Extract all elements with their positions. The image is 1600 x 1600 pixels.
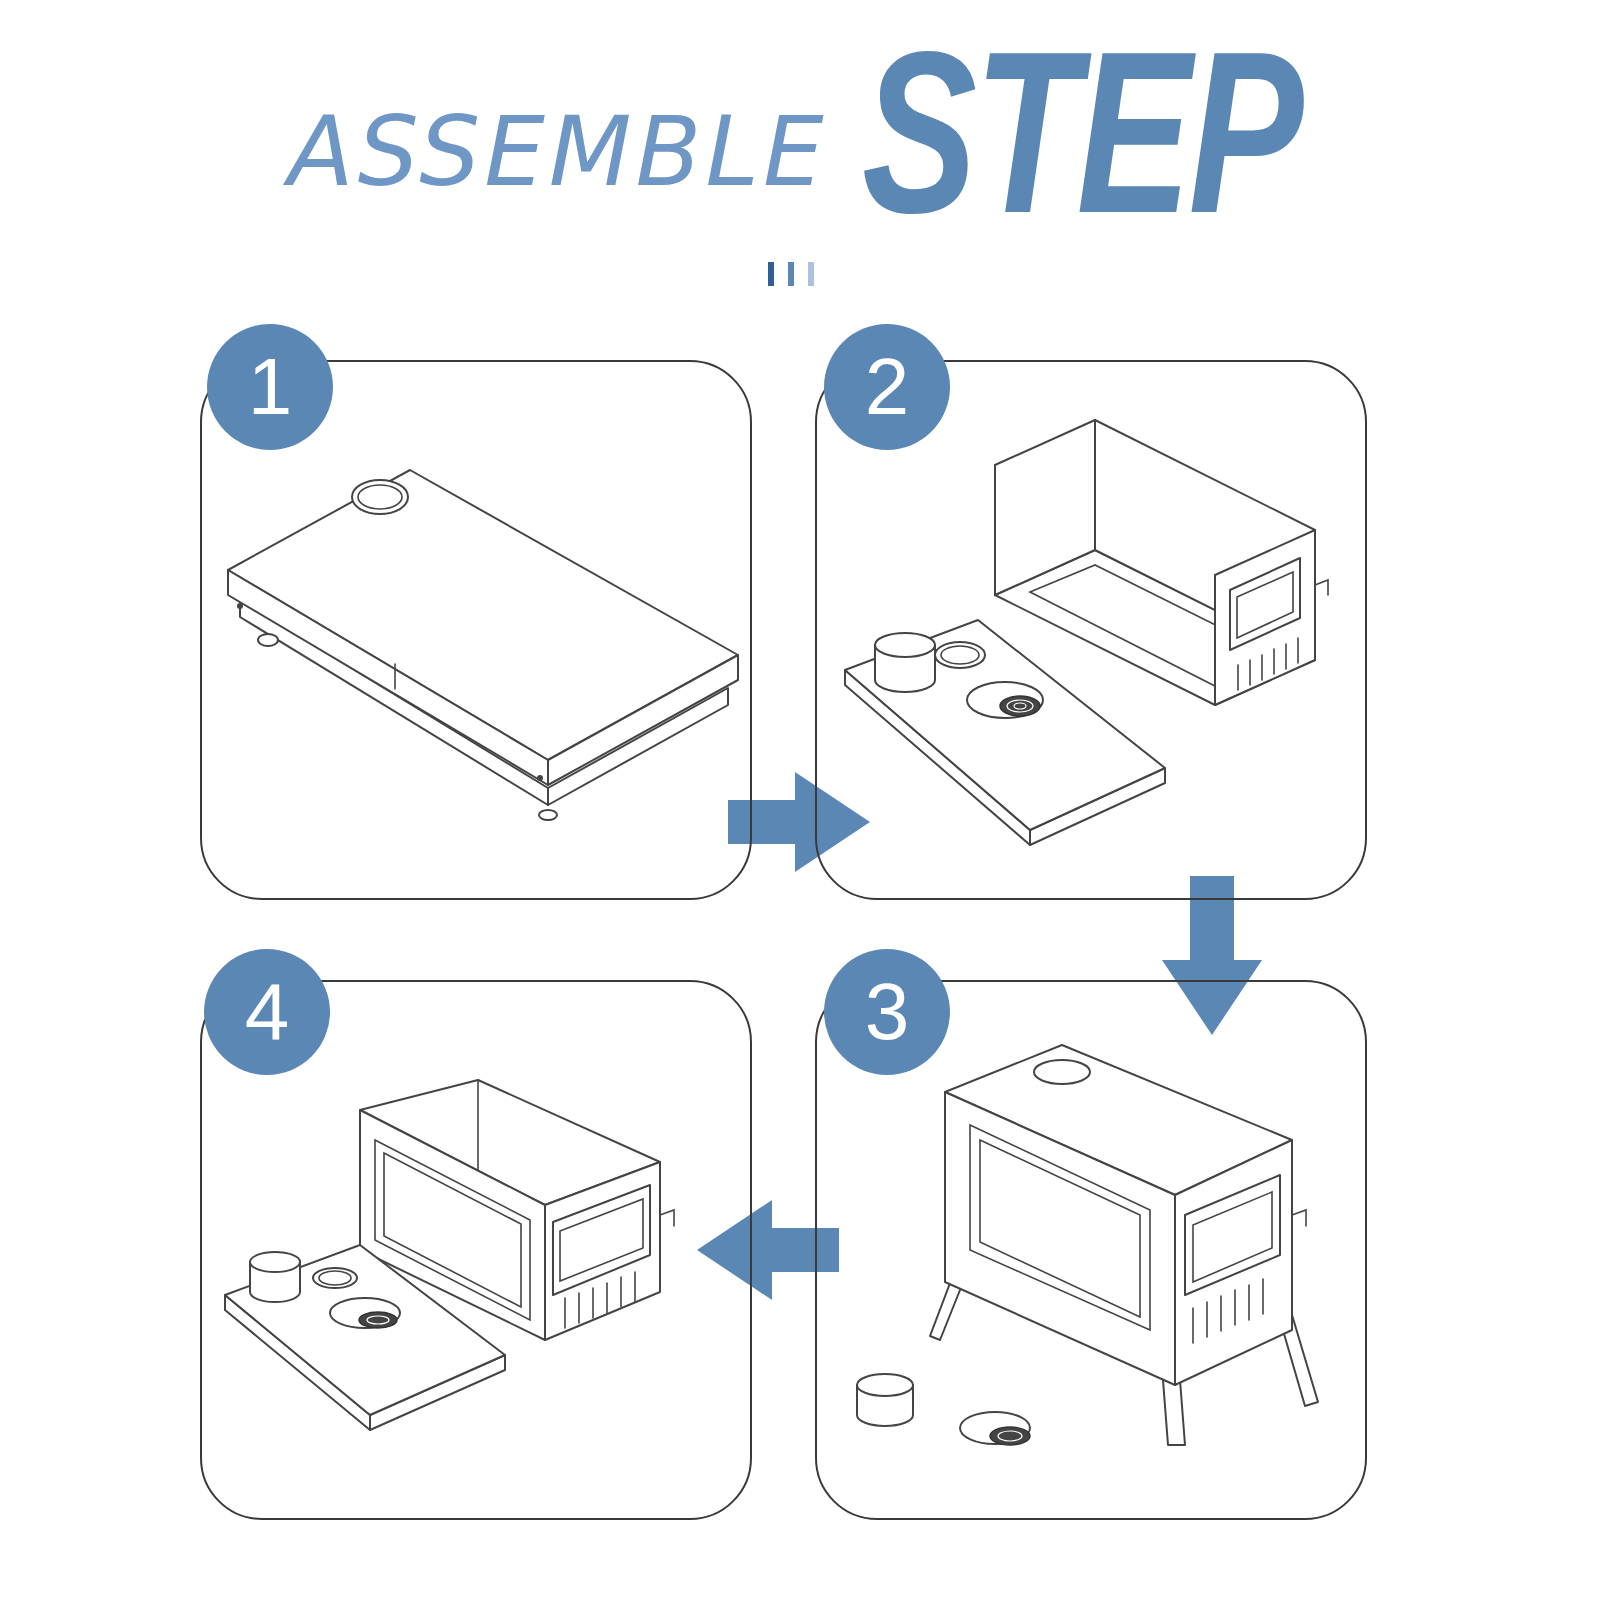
step-number: 4 bbox=[204, 949, 330, 1075]
page-title: ASSEMBLE bbox=[288, 104, 828, 200]
step-panel: 1 bbox=[200, 360, 752, 900]
assembled-stove bbox=[857, 1045, 1318, 1445]
unfolding-stove bbox=[845, 420, 1328, 845]
flow-arrow bbox=[697, 1200, 839, 1300]
flow-arrow bbox=[728, 772, 870, 872]
decor-bar bbox=[808, 262, 814, 286]
step-panel: 2 bbox=[815, 360, 1367, 900]
step-number: 2 bbox=[824, 324, 950, 450]
step-number: 1 bbox=[207, 324, 333, 450]
decor-bar bbox=[768, 262, 774, 286]
step-panel: 3 bbox=[815, 980, 1367, 1520]
decor-bar bbox=[788, 262, 794, 286]
open-stove bbox=[225, 1080, 674, 1430]
folded-stove bbox=[228, 470, 738, 820]
title-emphasis: STEP bbox=[862, 18, 1301, 248]
step-panel: 4 bbox=[200, 980, 752, 1520]
step-number: 3 bbox=[824, 949, 950, 1075]
